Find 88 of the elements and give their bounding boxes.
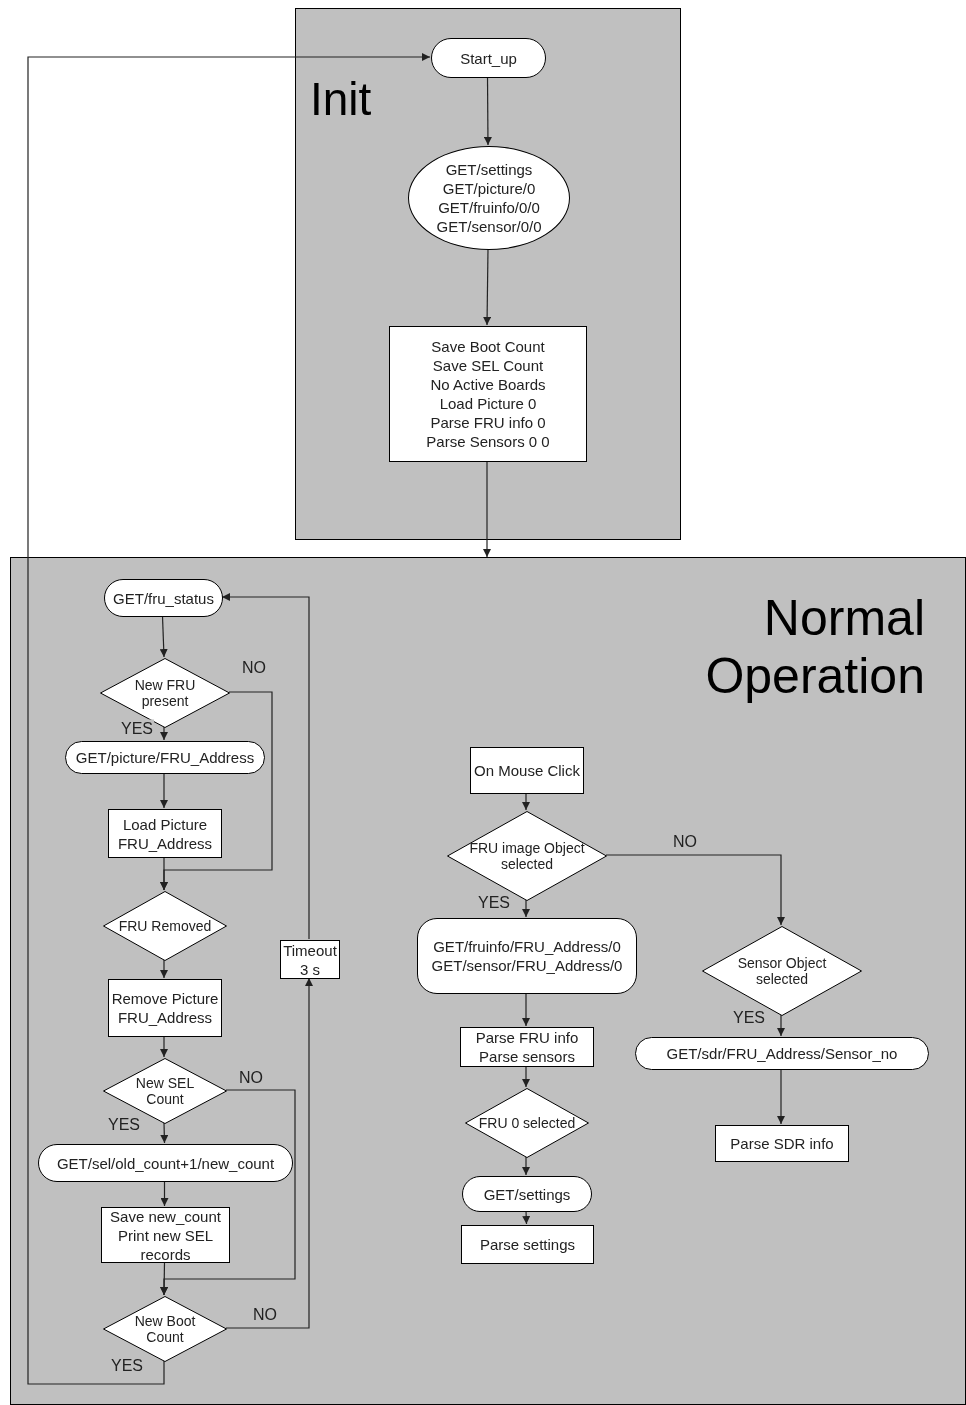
edge-label: YES (120, 719, 154, 737)
process-box (101, 1207, 230, 1263)
step-text: Save new_count Print new SEL records (109, 1206, 222, 1264)
phase-title: Init (310, 73, 373, 126)
terminator-shape (431, 38, 546, 78)
arrow (225, 977, 313, 1329)
arrow (160, 1261, 169, 1296)
decision-diamond (465, 1088, 589, 1158)
step-text: GET/picture/FRU_Address (75, 748, 255, 767)
terminator-shape (104, 579, 223, 617)
step-text: Parse FRU info 0 (430, 413, 546, 432)
step-text: Parse settings (479, 1235, 575, 1254)
step-text: GET/fruinfo/FRU_Address/0 (433, 937, 621, 956)
process-box (460, 1027, 594, 1067)
arrow (160, 856, 168, 891)
arrow (160, 1122, 169, 1144)
arrow (221, 593, 310, 940)
terminator-shape (417, 918, 637, 994)
arrow (483, 460, 491, 558)
step-text: GET/fruinfo/0/0 (438, 198, 540, 217)
terminator-shape (38, 1144, 293, 1182)
edge-label: YES (110, 1356, 144, 1374)
arrow (522, 992, 530, 1027)
decision-text: FRU Removed (118, 918, 212, 934)
arrow (160, 1035, 168, 1058)
decision-text: New Boot Count (133, 1313, 197, 1345)
arrow (522, 1065, 530, 1088)
decision-text: New SEL Count (134, 1075, 196, 1107)
process-box (715, 1125, 849, 1162)
process-box (108, 979, 222, 1037)
phase-panel (10, 557, 966, 1405)
step-text: Load Picture FRU_Address (116, 814, 214, 853)
process-box (461, 1225, 594, 1264)
arrow (159, 615, 168, 658)
process-box (470, 747, 584, 794)
arrow (522, 792, 530, 811)
arrow (605, 854, 785, 926)
step-text: No Active Boards (430, 375, 546, 394)
step-text: Save SEL Count (432, 356, 544, 375)
edge-label: YES (107, 1115, 141, 1133)
step-text: GET/fru_status (113, 588, 214, 608)
step-text: GET/sdr/FRU_Address/Sensor_no (666, 1044, 898, 1063)
edge-label: NO (672, 832, 698, 850)
arrow (522, 899, 530, 918)
step-text: GET/settings (483, 1184, 571, 1204)
process-box (389, 326, 587, 462)
decision-diamond (103, 891, 227, 961)
edge-label: NO (252, 1305, 278, 1323)
arrow (160, 959, 168, 979)
step-text: On Mouse Click (474, 761, 580, 780)
arrow (483, 248, 492, 326)
phase-panel (295, 8, 681, 540)
step-text: Parse SDR info (730, 1134, 834, 1153)
arrow (160, 726, 168, 741)
arrow (27, 53, 431, 1385)
step-text: Remove Picture FRU_Address (111, 989, 219, 1027)
step-text: Parse FRU info (475, 1028, 579, 1047)
step-text: Parse sensors (479, 1047, 575, 1066)
decision-text: FRU image Object selected (468, 840, 586, 872)
step-text: GET/sensor/0/0 (436, 217, 542, 236)
edge-label: NO (241, 658, 267, 676)
step-text: Start_up (460, 48, 517, 68)
step-text: Save Boot Count (431, 337, 545, 356)
step-text: Load Picture 0 (439, 394, 537, 413)
terminator-shape (65, 741, 265, 774)
step-text: GET/settings (445, 160, 533, 179)
decision-text: FRU 0 selected (478, 1115, 576, 1131)
arrow (160, 1180, 169, 1207)
process-box (108, 809, 222, 858)
edge-label: YES (732, 1008, 766, 1026)
step-text: Timeout 3 s (282, 940, 338, 979)
terminator-shape (462, 1176, 592, 1212)
phase-title: Normal Operation (704, 590, 925, 705)
decision-text: New FRU present (133, 677, 197, 709)
arrow (522, 1156, 530, 1176)
terminator-shape (635, 1037, 929, 1070)
decision-text: Sensor Object selected (736, 955, 828, 987)
arrow (522, 1210, 531, 1225)
arrow (777, 1068, 785, 1125)
step-text: GET/picture/0 (442, 179, 536, 198)
arrow (483, 76, 492, 146)
step-text: GET/sensor/FRU_Address/0 (431, 956, 623, 975)
edge-label: YES (477, 893, 511, 911)
step-text: GET/sel/old_count+1/new_count (56, 1153, 275, 1173)
arrow (777, 1014, 785, 1037)
edge-label: NO (238, 1068, 264, 1086)
arrow (160, 772, 168, 809)
step-text: Parse Sensors 0 0 (426, 432, 550, 451)
